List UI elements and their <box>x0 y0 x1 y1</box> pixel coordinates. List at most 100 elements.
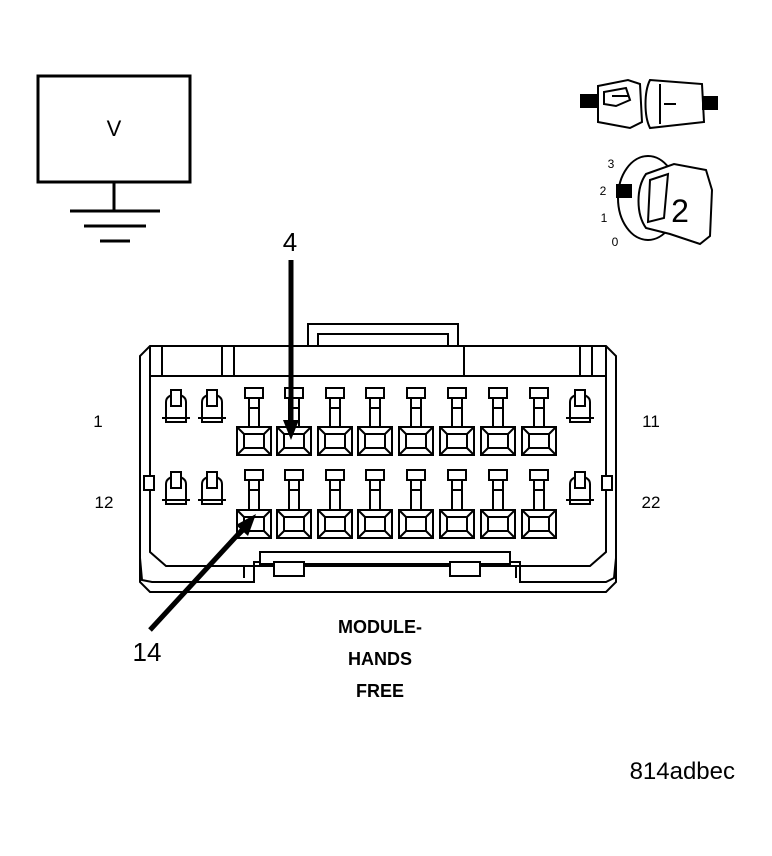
pin-label-top-right: 11 <box>642 412 660 431</box>
cavity-bevel <box>263 426 272 435</box>
terminal-head <box>284 387 304 399</box>
cavity-inner <box>446 433 468 449</box>
cavity-bevel <box>398 530 407 539</box>
terminal-head <box>488 469 508 481</box>
cavity-bevel <box>466 426 475 435</box>
cavity-latch-tab <box>170 471 182 489</box>
cavity-bevel <box>303 426 312 435</box>
cavity-latch-tab <box>206 389 218 407</box>
meter-label: V <box>107 116 122 141</box>
terminal-stem <box>410 397 422 428</box>
cavity-bevel <box>466 530 475 539</box>
terminal-head <box>244 387 264 399</box>
cavity-bevel <box>344 426 353 435</box>
cavity-inner <box>487 516 509 532</box>
connector-title-line-3: FREE <box>356 681 404 701</box>
terminal-head <box>325 387 345 399</box>
terminal-stem <box>492 479 504 511</box>
pin-label-top-left: 1 <box>93 412 102 431</box>
connector-cavities <box>162 387 594 539</box>
callout-arrow-top <box>283 260 299 440</box>
cavity-bevel <box>303 447 312 456</box>
cavity-bevel <box>521 426 530 435</box>
cavity-bevel <box>398 509 407 518</box>
cavity-bevel <box>317 426 326 435</box>
cavity-bevel <box>357 426 366 435</box>
cavity-bevel <box>466 509 475 518</box>
terminal-head <box>365 387 385 399</box>
cavity-bevel <box>439 426 448 435</box>
figure-id: 814adbec <box>630 758 735 785</box>
ignition-switch-icon <box>616 155 714 246</box>
cavity-inner <box>283 516 305 532</box>
cavity-inner <box>324 433 346 449</box>
cavity-inner <box>283 433 305 449</box>
disconnected-connector-icon <box>580 78 718 130</box>
callout-label-top: 4 <box>283 227 297 257</box>
cavity-latch-tab <box>206 471 218 489</box>
cavity-bevel <box>344 509 353 518</box>
ignition-key-position: 2 <box>671 193 689 229</box>
cavity-latch-tab <box>170 389 182 407</box>
terminal-stem <box>492 397 504 428</box>
cavity-bevel <box>439 509 448 518</box>
cavity-inner <box>364 516 386 532</box>
cavity-bevel <box>480 447 489 456</box>
cavity-bevel <box>263 530 272 539</box>
pin-label-bottom-left: 12 <box>95 493 114 512</box>
cavity-bevel <box>357 530 366 539</box>
cavity-inner <box>528 516 550 532</box>
terminal-head <box>365 469 385 481</box>
cavity-bevel <box>425 530 434 539</box>
cavity-inner <box>324 516 346 532</box>
terminal-stem <box>329 479 341 511</box>
cavity-bevel <box>507 530 516 539</box>
cavity-bevel <box>480 426 489 435</box>
cavity-bevel <box>317 509 326 518</box>
terminal-head <box>529 387 549 399</box>
connector-body <box>139 323 617 593</box>
cavity-bevel <box>276 530 285 539</box>
ignition-pos-0: 0 <box>612 235 619 249</box>
cavity-bevel <box>303 530 312 539</box>
cavity-bevel <box>344 447 353 456</box>
terminal-stem <box>288 479 300 511</box>
cavity-bevel <box>466 447 475 456</box>
cavity-bevel <box>317 530 326 539</box>
cavity-bevel <box>236 447 245 456</box>
ignition-pos-1: 1 <box>601 211 608 225</box>
connector-title-line-2: HANDS <box>348 649 412 669</box>
terminal-head <box>447 469 467 481</box>
cavity-latch-tab <box>574 471 586 489</box>
cavity-bevel <box>480 530 489 539</box>
terminal-stem <box>369 479 381 511</box>
pin-label-bottom-right: 22 <box>642 493 661 512</box>
terminal-head <box>447 387 467 399</box>
cavity-bevel <box>548 447 557 456</box>
cavity-bevel <box>548 426 557 435</box>
cavity-bevel <box>384 447 393 456</box>
cavity-bevel <box>263 447 272 456</box>
terminal-head <box>244 469 264 481</box>
cavity-bevel <box>521 509 530 518</box>
cavity-bevel <box>317 447 326 456</box>
terminal-stem <box>329 397 341 428</box>
cavity-bevel <box>507 426 516 435</box>
cavity-bevel <box>548 509 557 518</box>
cavity-bevel <box>276 447 285 456</box>
cavity-inner <box>487 433 509 449</box>
cavity-bevel <box>357 509 366 518</box>
cavity-latch-tab <box>574 389 586 407</box>
terminal-head <box>325 469 345 481</box>
cavity-bevel <box>384 530 393 539</box>
terminal-head <box>284 469 304 481</box>
voltmeter-symbol <box>36 74 192 243</box>
cavity-inner <box>243 433 265 449</box>
connector-title-line-1: MODULE- <box>338 617 422 637</box>
callout-label-bottom: 14 <box>133 637 162 667</box>
terminal-stem <box>533 479 545 511</box>
terminal-stem <box>369 397 381 428</box>
cavity-bevel <box>507 509 516 518</box>
ignition-pos-2: 2 <box>600 184 607 198</box>
